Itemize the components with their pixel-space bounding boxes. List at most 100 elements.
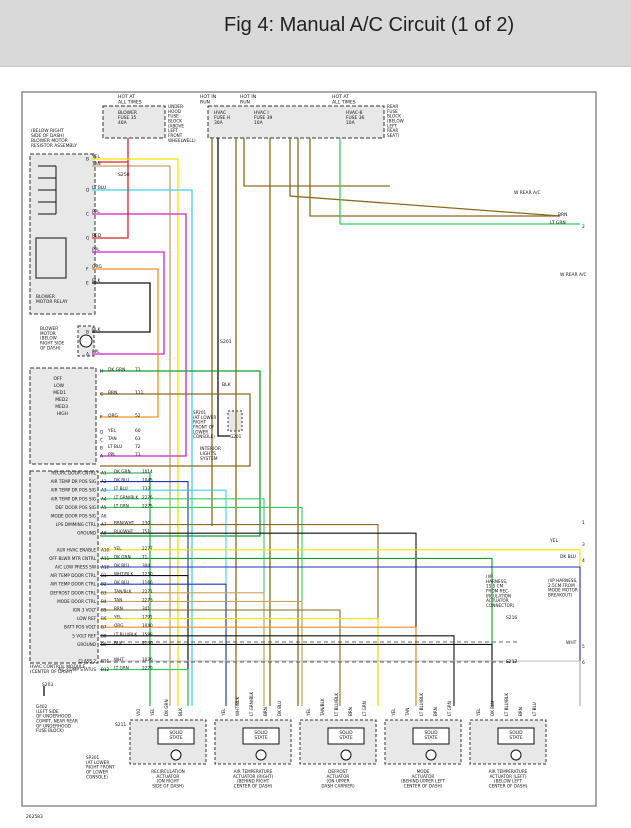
switch-pin-3: D — [100, 430, 104, 436]
switch-wire-color-3: YEL — [107, 428, 116, 434]
module-circuit-21: 2279 — [142, 666, 153, 671]
switch-wire-color-2: ORG — [108, 413, 119, 419]
term-4: 4 — [582, 558, 585, 564]
fan-position-1: LOW — [54, 383, 65, 389]
actuator-3-wire-0: YEL — [391, 708, 396, 717]
wire-dkgrn-switch — [100, 370, 261, 537]
module-pin-label-21: A/C COMP STATUS — [58, 667, 96, 672]
switch-circuit-0: 71 — [135, 367, 141, 373]
actuator-1-wire-0: YEL — [221, 708, 226, 717]
switch-circuit-1: 111 — [135, 390, 144, 396]
resistor-wire-color-0: YEL — [91, 154, 100, 160]
switch-pin-6: A — [100, 454, 103, 460]
module-wire-14 — [100, 600, 303, 706]
fan-position-2: MED1 — [53, 390, 66, 396]
module-pin-id-13: B3 — [101, 590, 107, 595]
hvac-control-module-box — [29, 470, 99, 664]
module-wire-color-0: DK GRN — [114, 469, 131, 474]
actuator-3-wire-2: LT BLU/BLK — [419, 693, 424, 716]
module-circuit-10: 304 — [142, 563, 150, 568]
module-pin-id-3: A4 — [101, 496, 107, 501]
module-wire-11 — [100, 575, 189, 706]
actuator-3-wire-1: TAN — [405, 708, 410, 717]
module-wire-9 — [100, 557, 493, 706]
switch-circuit-3: 60 — [135, 428, 141, 434]
resistor-relay-box — [29, 153, 96, 315]
switch-circuit-2: 52 — [135, 413, 141, 419]
switch-circuit-5: 72 — [135, 444, 141, 450]
actuator-2-wire-3: BRN — [348, 707, 353, 716]
resistor-wire-color-4: RED — [92, 233, 102, 239]
switch-pin-0: H — [100, 369, 103, 375]
s203-label: S203 — [42, 682, 53, 688]
module-circuit-20: 1036 — [142, 657, 153, 662]
resistor-pin-6: F — [86, 267, 89, 273]
module-pin-id-18: B8 — [101, 633, 107, 638]
lt-grn-wire-label-1: LT GRN — [550, 220, 566, 226]
resistor-wire-color-6: ORG — [92, 264, 103, 270]
fan-position-5: HIGH — [57, 411, 68, 417]
module-wire-color-13: TAN/BLK — [113, 589, 132, 594]
motor-wire-color-0: BLK — [92, 327, 100, 333]
module-pin-id-19: B9 — [101, 642, 107, 647]
module-wire-13 — [100, 592, 265, 706]
module-pin-label-8: AUX HVAC ENABLE — [57, 547, 97, 552]
actuator-1-wire-1: WHT/BLK — [235, 697, 240, 716]
resistor-pin-2: D — [86, 188, 90, 194]
actuator-1-wire-3: BRN — [263, 707, 268, 716]
module-circuit-18: 1588 — [142, 632, 153, 637]
actuator-4-wire-3: BRN — [518, 707, 523, 716]
module-circuit-9: 71 — [142, 554, 148, 559]
module-pin-id-7: A8 — [101, 531, 107, 536]
module-wire-18 — [100, 635, 455, 706]
actuator-2-wire-0: YEL — [306, 708, 311, 717]
module-caption: HVAC CONTROL MODULE(CENTER OF DASH) — [30, 664, 86, 675]
module-pin-label-12: AIR TEMP DOOR CTRL — [50, 582, 96, 587]
wire-ppl-relay — [92, 251, 165, 355]
wire-lt-grn-term — [339, 138, 580, 225]
actuator-4-wire-0: YEL — [476, 708, 481, 717]
module-pin-label-16: LOW REF — [77, 616, 97, 621]
actuator-motor-icon-0 — [170, 749, 182, 761]
module-circuit-13: 2271 — [142, 589, 153, 594]
resistor-wire-color-7: BLK — [92, 278, 100, 284]
wire-blk-relay — [92, 282, 151, 333]
solid-state-box-2 — [327, 727, 365, 745]
module-pin-label-2: AIR TEMP DR POS SIG — [51, 488, 96, 493]
actuator-motor-icon-4 — [510, 749, 522, 761]
term-1: 1 — [582, 520, 585, 526]
s216-label: S216 — [506, 615, 517, 621]
module-wire-color-16: YEL — [113, 615, 122, 620]
resistor-wire-color-2: LT BLU — [92, 185, 106, 191]
switch-pin-2: F — [100, 415, 103, 421]
actuator-motor-icon-3 — [425, 749, 437, 761]
module-pin-id-16: B6 — [101, 616, 107, 621]
module-wire-color-7: BLK/WHT — [114, 529, 134, 534]
module-circuit-0: 1014 — [142, 469, 153, 474]
module-wire-10 — [100, 566, 581, 706]
module-wire-color-8: YEL — [113, 546, 122, 551]
wire-ltblu-resistor — [92, 189, 193, 706]
module-pin-label-17: BATT POS VOLT — [64, 625, 96, 630]
module-wire-17 — [100, 626, 417, 706]
switch-wire-color-1: BRN — [108, 390, 117, 396]
module-pin-label-20: CLASS 2 — [78, 659, 96, 664]
